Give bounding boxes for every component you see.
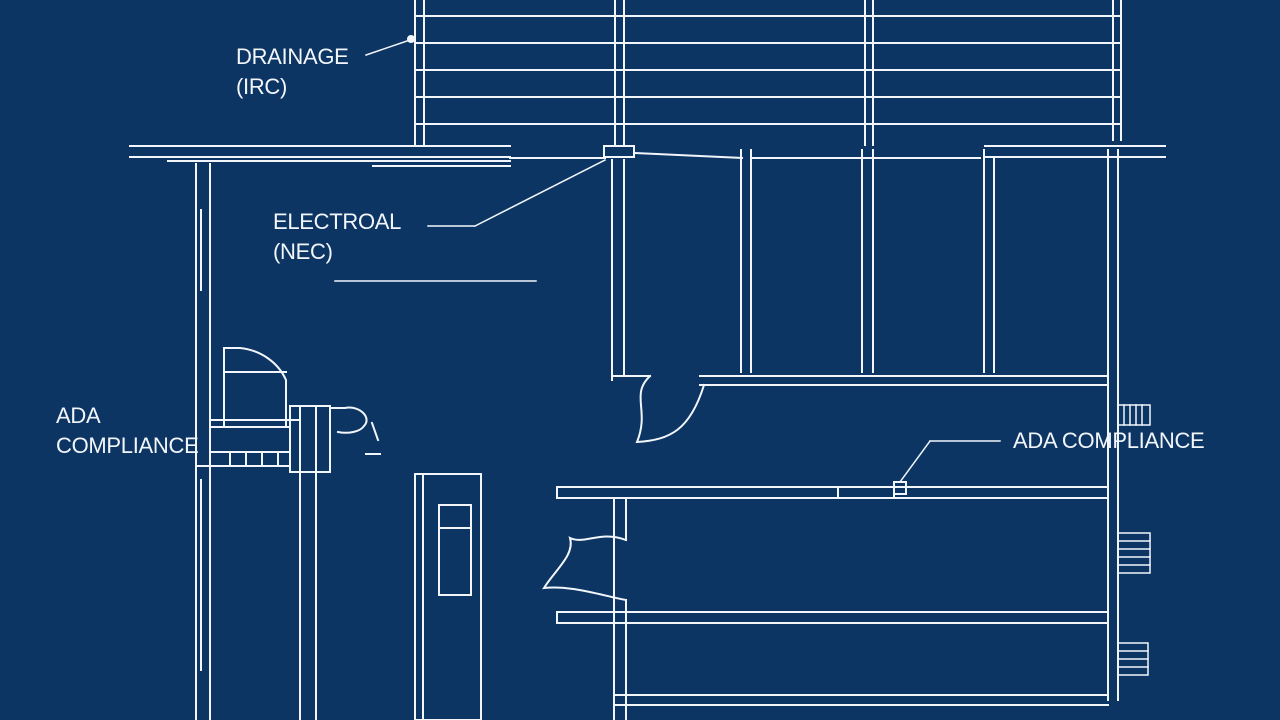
drainage-callout: DRAINAGE (IRC) [236,42,349,102]
ada-left-label-line2: COMPLIANCE [56,433,199,458]
mid-walls [611,374,1109,444]
ada-left-label-line1: ADA [56,403,101,428]
electrical-code-label: (NEC) [273,239,333,264]
drainage-code-label: (IRC) [236,74,288,99]
room-columns [611,149,1119,701]
lower-corridor [542,481,1109,720]
electrical-callout: ELECTROAL (NEC) [273,207,401,267]
cabinet [414,473,482,720]
electrical-label: ELECTROAL [273,209,402,234]
fixture-cluster [195,347,381,720]
ada-right-label: ADA COMPLIANCE [1013,428,1205,453]
drainage-marker-dot [407,35,415,43]
ada-compliance-callout-right: ADA COMPLIANCE [1013,426,1205,456]
leader-lines [334,39,1001,484]
drainage-label: DRAINAGE [236,44,349,69]
roof-framing-grid [414,0,1122,146]
ada-compliance-callout-left: ADA COMPLIANCE [56,401,199,461]
top-beam [129,145,1166,167]
right-vent-marks [1117,404,1151,676]
